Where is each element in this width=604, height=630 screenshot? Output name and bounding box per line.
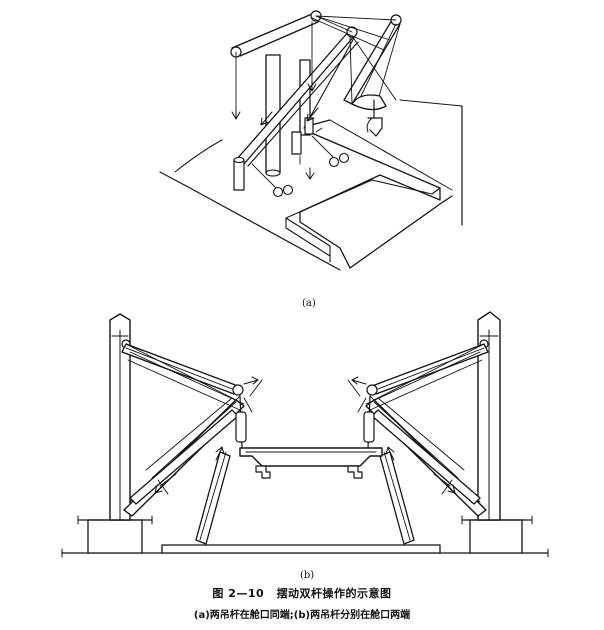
- figure-title: 摆动双杆操作的示意图: [276, 587, 392, 600]
- winch-middle: [291, 117, 350, 168]
- boom-head-right-upper: [366, 384, 378, 396]
- vang-boom-right: [379, 451, 415, 545]
- topping-lift-wires: [235, 15, 397, 111]
- hull-side-line-2: [399, 99, 463, 107]
- mast-house-right: [469, 519, 523, 554]
- arrow-down-deck: [305, 167, 315, 180]
- arrow-boom-left: [260, 111, 273, 126]
- guy-wires: [349, 23, 401, 105]
- cross-tree: [231, 13, 319, 57]
- arrow-right-upper: [351, 376, 367, 385]
- arrow-down-middle: [307, 79, 317, 92]
- arrow-left-lower: [215, 446, 225, 461]
- figure-caption-title: 图 2—10 摆动双杆操作的示意图: [0, 585, 604, 601]
- panel-a-label: (a): [302, 298, 316, 309]
- runner-wires-right: [347, 343, 485, 413]
- hatch-rim: [329, 119, 453, 191]
- cargo-hook-left: [255, 465, 271, 479]
- cargo-hook-a: [351, 94, 387, 137]
- winch-left: [233, 156, 294, 198]
- arrow-right-mid: [441, 479, 456, 494]
- hatch-coaming: [299, 119, 453, 269]
- deck-edge-line: [159, 171, 341, 271]
- arrow-right-lower: [385, 446, 395, 461]
- hatch-coaming-inner: [285, 179, 441, 263]
- derrick-boom-a-right-2: [303, 37, 355, 129]
- figure-caption-subtitle: (a)两吊杆在舱口同端;(b)两吊杆分别在舱口两端: [193, 610, 411, 621]
- panel-b-drawing: (b): [61, 311, 549, 581]
- cargo-hook-right: [347, 465, 363, 479]
- panel-b-label: (b): [300, 570, 314, 581]
- vang-boom-left: [195, 451, 231, 545]
- hoist-block-left: [235, 411, 247, 443]
- figure-number: 图 2—10: [212, 587, 265, 600]
- arrow-left-upper: [243, 376, 259, 385]
- arrow-down-left: [231, 109, 241, 120]
- runner-wires-left: [125, 343, 263, 413]
- deck-edge-line-2: [174, 139, 223, 173]
- cargo-tray: [239, 447, 383, 467]
- hatch-coaming-b: [161, 544, 441, 554]
- boom-head-left-upper: [232, 384, 244, 396]
- panel-a-drawing: (a): [159, 10, 463, 309]
- mast-house-left: [87, 519, 143, 554]
- mast-post-left: [265, 54, 281, 177]
- derrick-boom-a-left-2: [247, 41, 359, 167]
- arrow-left-mid: [154, 479, 169, 494]
- hoist-block-right: [363, 411, 375, 443]
- arrow-boom-right: [306, 107, 319, 122]
